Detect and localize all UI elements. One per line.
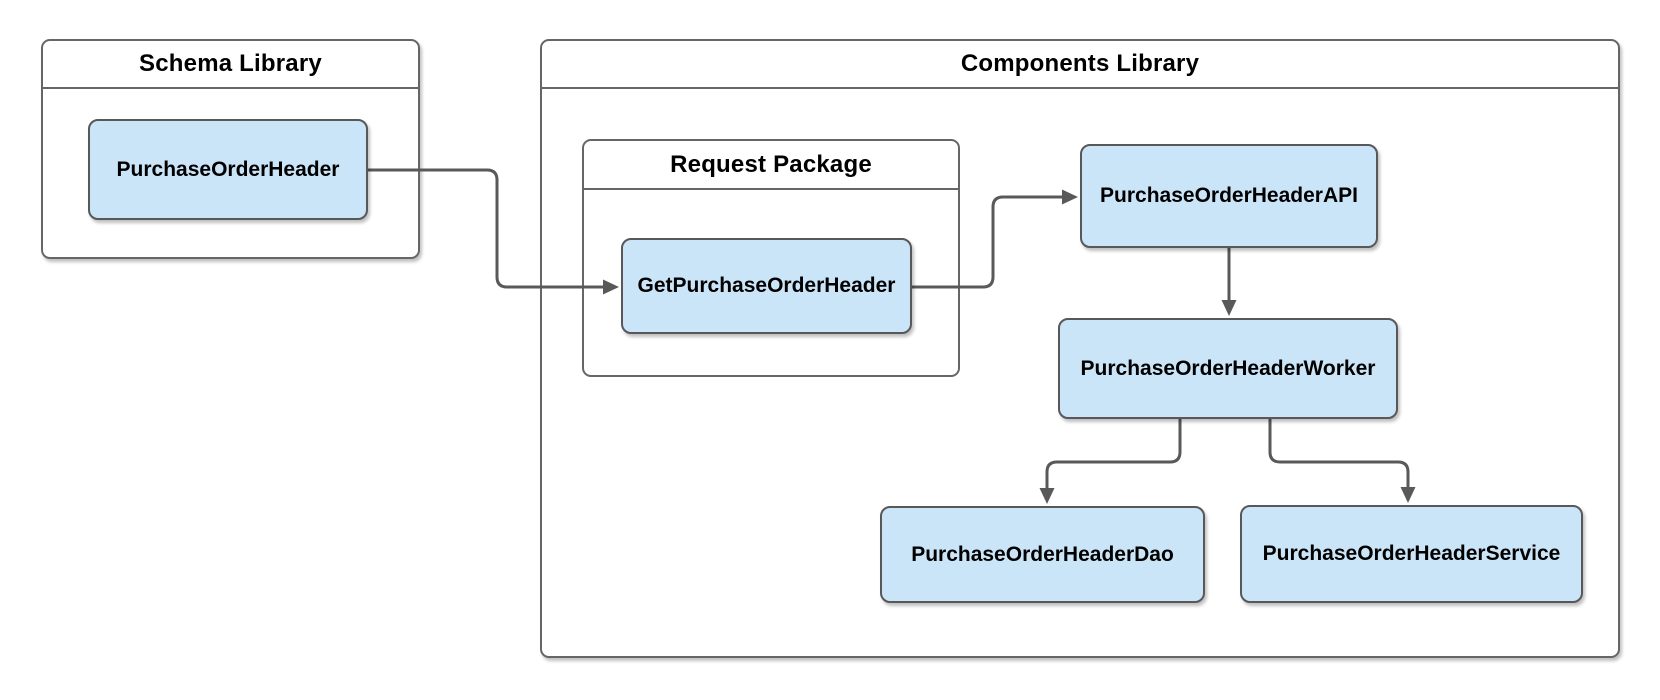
request-package-title: Request Package (584, 141, 958, 190)
components-library-title: Components Library (542, 41, 1618, 89)
node-purchase-order-header-worker: PurchaseOrderHeaderWorker (1058, 318, 1398, 419)
node-get-purchase-order-header: GetPurchaseOrderHeader (621, 238, 912, 334)
node-purchase-order-header-dao: PurchaseOrderHeaderDao (880, 506, 1205, 603)
node-purchase-order-header-service: PurchaseOrderHeaderService (1240, 505, 1583, 603)
node-purchase-order-header: PurchaseOrderHeader (88, 119, 368, 220)
schema-library-title: Schema Library (43, 41, 418, 89)
node-purchase-order-header-api: PurchaseOrderHeaderAPI (1080, 144, 1378, 248)
